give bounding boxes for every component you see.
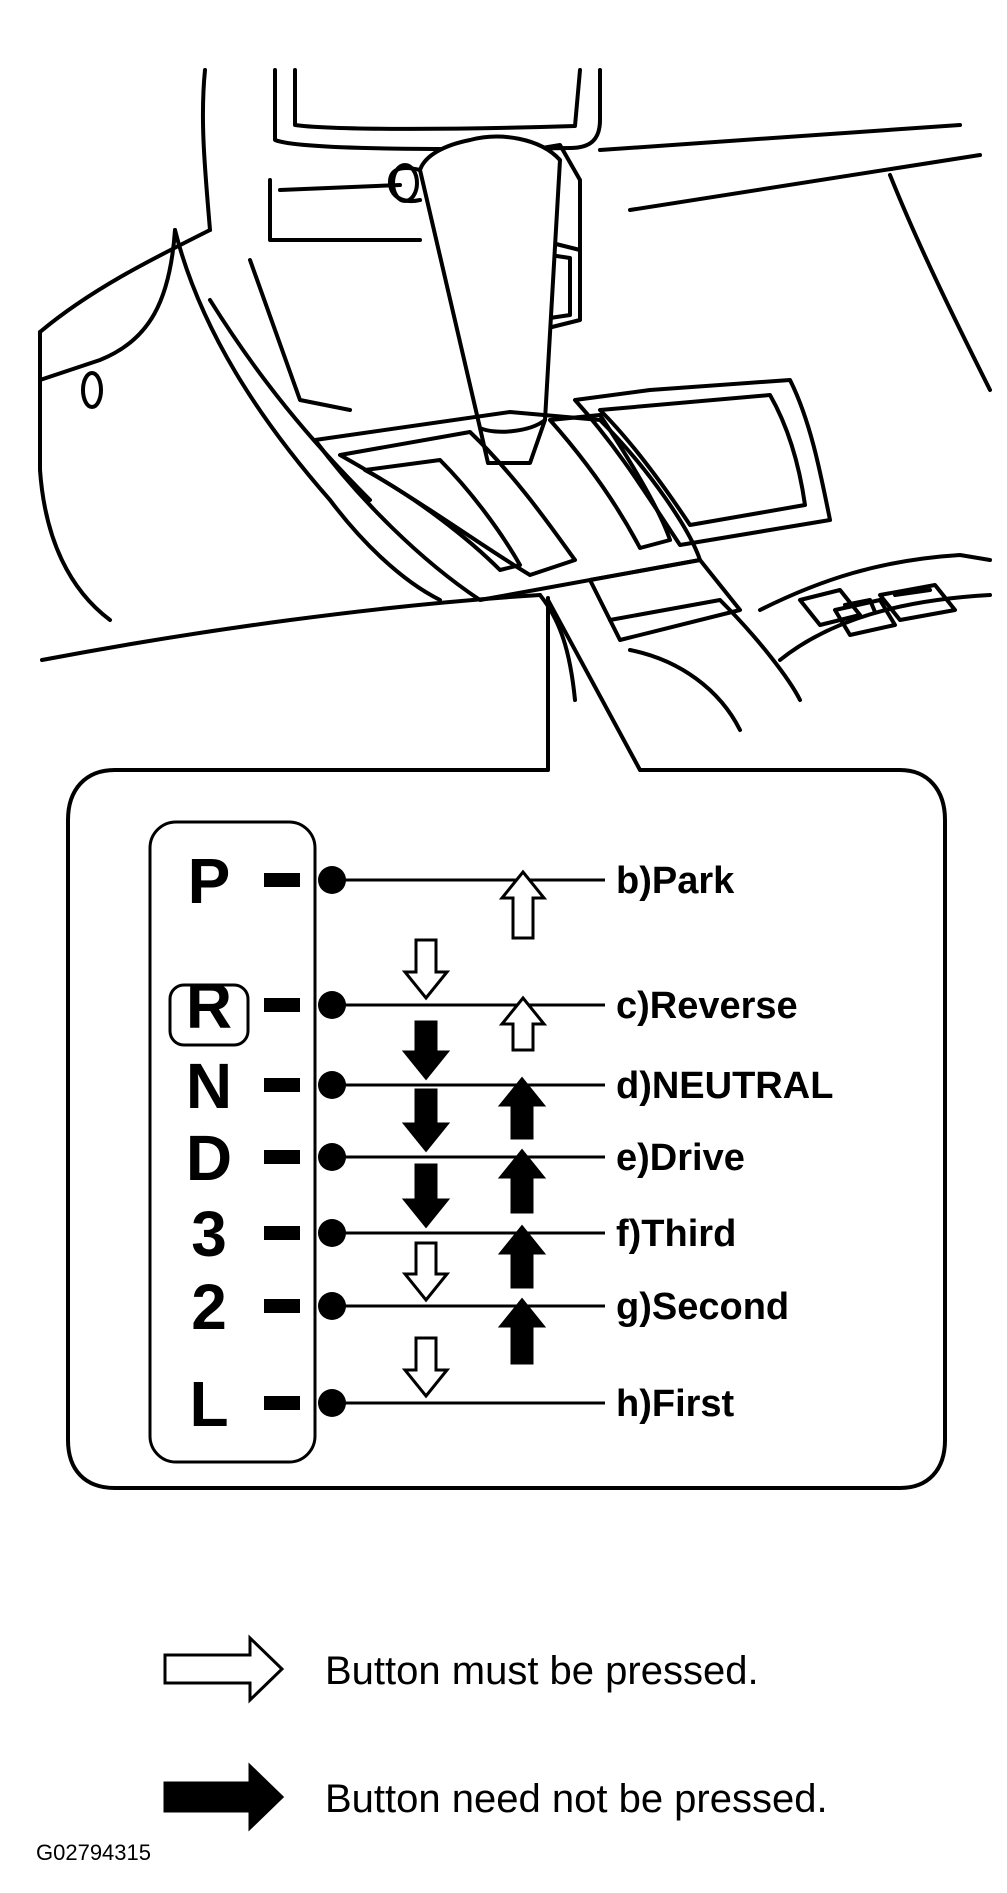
gear-letter: R <box>186 970 232 1042</box>
gear-label: d)NEUTRAL <box>616 1065 833 1107</box>
arrow-down-to-drive-icon <box>401 1088 451 1153</box>
arrow-up-to-third-icon <box>497 1224 547 1289</box>
gear-label: g)Second <box>616 1286 789 1328</box>
gear-indicator-panel <box>148 820 317 1464</box>
shift-console-illustration <box>38 68 992 772</box>
gear-row-2: 2 g)Second <box>191 1271 789 1343</box>
arrow-up-to-reverse-icon <box>498 995 548 1052</box>
gear-letter: D <box>186 1122 232 1194</box>
arrow-up-to-second-icon <box>497 1297 547 1365</box>
gear-dash <box>264 1396 300 1410</box>
arrow-down-to-second-icon <box>401 1241 451 1303</box>
gear-dash <box>264 1226 300 1240</box>
gear-row-3: 3 f)Third <box>191 1198 736 1270</box>
gear-dash <box>264 1150 300 1164</box>
gear-dash <box>264 873 300 887</box>
arrow-down-to-reverse-icon <box>401 938 451 1001</box>
gear-letter: N <box>186 1050 232 1122</box>
legend-not-pressed-text: Button need not be pressed. <box>325 1777 828 1821</box>
gear-dash <box>264 998 300 1012</box>
outline-arrow-icon <box>163 1634 285 1704</box>
gear-label: f)Third <box>616 1213 736 1255</box>
gear-dash <box>264 1299 300 1313</box>
legend-pressed-text: Button must be pressed. <box>325 1649 759 1693</box>
gear-letter: P <box>188 845 231 917</box>
gear-dash <box>264 1078 300 1092</box>
arrow-down-to-third-icon <box>401 1163 451 1229</box>
gear-letter: 2 <box>191 1271 227 1343</box>
shift-arrows <box>401 869 548 1399</box>
figure-id: G02794315 <box>36 1840 151 1865</box>
gear-label: c)Reverse <box>616 985 798 1027</box>
arrow-up-to-park-icon <box>498 869 548 940</box>
gear-label: b)Park <box>616 860 735 902</box>
gear-label: e)Drive <box>616 1137 745 1179</box>
arrow-up-to-drive-icon <box>497 1148 547 1214</box>
arrow-down-to-neutral-icon <box>401 1020 451 1081</box>
arrow-down-to-first-icon <box>401 1336 451 1399</box>
arrow-up-to-neutral-icon <box>497 1076 547 1140</box>
gear-letter: L <box>189 1368 228 1440</box>
gear-letter: 3 <box>191 1198 227 1270</box>
gear-label: h)First <box>616 1383 735 1425</box>
legend: Button must be pressed. Button need not … <box>163 1634 828 1832</box>
reverse-highlight-box <box>168 983 250 1047</box>
solid-arrow-icon <box>163 1762 285 1832</box>
